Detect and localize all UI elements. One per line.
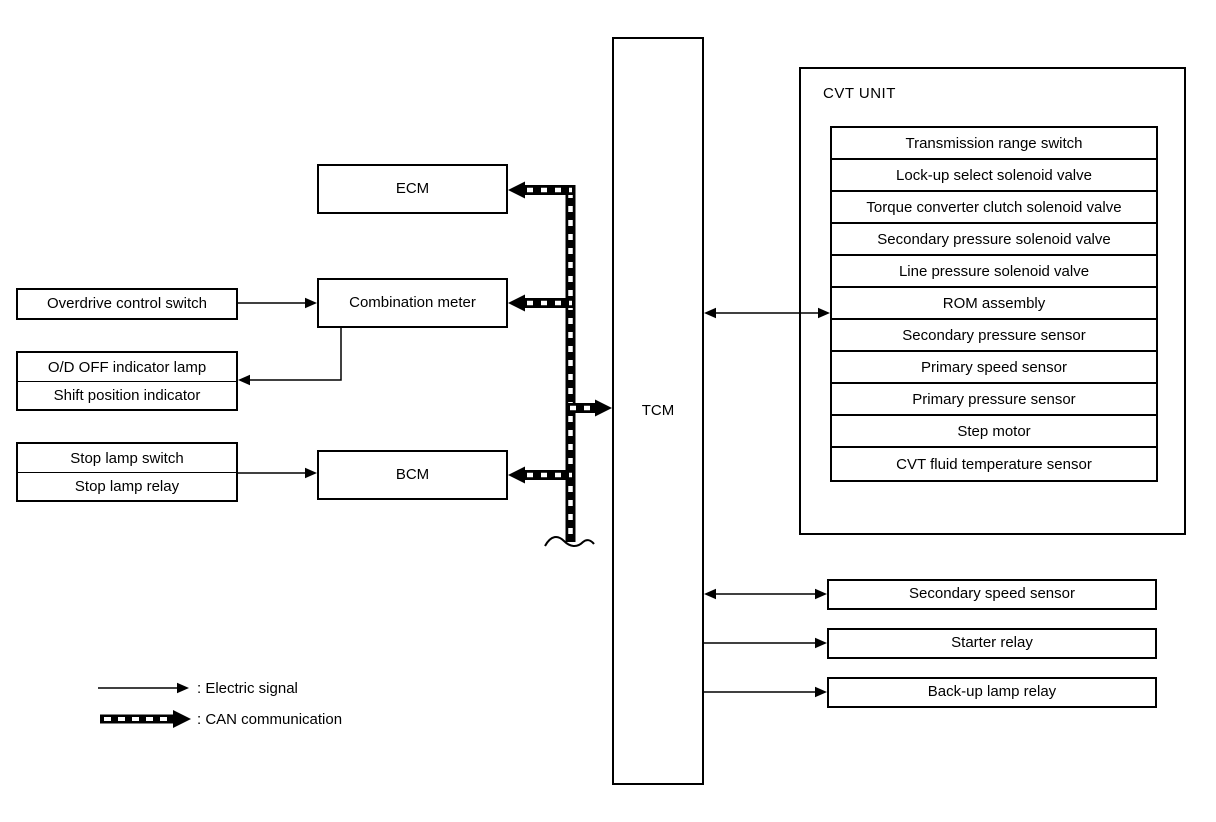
can-bus-break-squiggle bbox=[544, 536, 595, 547]
cvt-row-secondary-pressure-solenoid-valve: Secondary pressure solenoid valve bbox=[832, 224, 1156, 256]
box-cvt-unit: CVT UNIT Transmission range switch Lock-… bbox=[799, 67, 1186, 535]
stop-lamp-relay-label: Stop lamp relay bbox=[18, 472, 236, 500]
cvt-component-table: Transmission range switch Lock-up select… bbox=[830, 126, 1158, 482]
box-bcm: BCM bbox=[317, 450, 508, 500]
starter-relay-label: Starter relay bbox=[951, 634, 1033, 652]
cvt-unit-title: CVT UNIT bbox=[823, 85, 896, 102]
box-indicator-group: O/D OFF indicator lamp Shift position in… bbox=[16, 351, 238, 411]
can-branch-bcm bbox=[508, 466, 576, 484]
cvt-row-lockup-select-solenoid-valve: Lock-up select solenoid valve bbox=[832, 160, 1156, 192]
can-bus bbox=[508, 181, 612, 547]
box-starter-relay: Starter relay bbox=[827, 628, 1157, 659]
cvt-row-primary-pressure-sensor: Primary pressure sensor bbox=[832, 384, 1156, 416]
cvt-row-transmission-range-switch: Transmission range switch bbox=[832, 128, 1156, 160]
cvt-row-line-pressure-solenoid-valve: Line pressure solenoid valve bbox=[832, 256, 1156, 288]
bcm-label: BCM bbox=[395, 465, 430, 483]
stop-lamp-switch-label: Stop lamp switch bbox=[70, 449, 184, 467]
can-branch-combination-meter bbox=[508, 294, 576, 312]
cvt-row-torque-converter-clutch-solenoid-valve: Torque converter clutch solenoid valve bbox=[832, 192, 1156, 224]
cvt-row-primary-speed-sensor: Primary speed sensor bbox=[832, 352, 1156, 384]
legend-can-communication-label: : CAN communication bbox=[197, 711, 343, 728]
ecm-label: ECM bbox=[395, 179, 430, 197]
can-branch-tcm bbox=[565, 399, 612, 417]
cvt-row-secondary-pressure-sensor: Secondary pressure sensor bbox=[832, 320, 1156, 352]
arrow-tcm-to-starter-relay bbox=[704, 637, 827, 649]
tcm-label: TCM bbox=[641, 401, 675, 419]
od-off-indicator-lamp-label: O/D OFF indicator lamp bbox=[47, 358, 207, 376]
legend-electric-signal-label: : Electric signal bbox=[197, 680, 298, 697]
arrow-overdrive-to-combination-meter bbox=[238, 297, 317, 309]
combination-meter-label: Combination meter bbox=[349, 293, 476, 311]
arrow-tcm-to-backup-lamp-relay bbox=[704, 686, 827, 698]
shift-position-indicator-label: Shift position indicator bbox=[18, 381, 236, 409]
arrow-tcm-secondary-speed-sensor-two-way bbox=[704, 588, 827, 600]
cvt-row-rom-assembly: ROM assembly bbox=[832, 288, 1156, 320]
box-secondary-speed-sensor: Secondary speed sensor bbox=[827, 579, 1157, 610]
secondary-speed-sensor-label: Secondary speed sensor bbox=[909, 585, 1075, 603]
arrow-stop-lamp-to-bcm bbox=[238, 467, 317, 479]
box-overdrive-control-switch: Overdrive control switch bbox=[16, 288, 238, 320]
cvt-row-cvt-fluid-temperature-sensor: CVT fluid temperature sensor bbox=[896, 455, 1092, 473]
overdrive-control-switch-label: Overdrive control switch bbox=[46, 294, 208, 312]
arrow-combination-meter-to-indicator-group bbox=[238, 328, 342, 386]
box-backup-lamp-relay: Back-up lamp relay bbox=[827, 677, 1157, 708]
box-tcm: TCM bbox=[612, 37, 704, 785]
box-combination-meter: Combination meter bbox=[317, 278, 508, 328]
box-ecm: ECM bbox=[317, 164, 508, 214]
box-stop-lamp-group: Stop lamp switch Stop lamp relay bbox=[16, 442, 238, 502]
can-branch-ecm bbox=[508, 181, 576, 199]
legend-can-communication-arrow bbox=[100, 710, 191, 728]
legend-electric-signal-arrow bbox=[98, 682, 189, 694]
backup-lamp-relay-label: Back-up lamp relay bbox=[927, 683, 1057, 701]
cvt-row-step-motor: Step motor bbox=[832, 416, 1156, 448]
